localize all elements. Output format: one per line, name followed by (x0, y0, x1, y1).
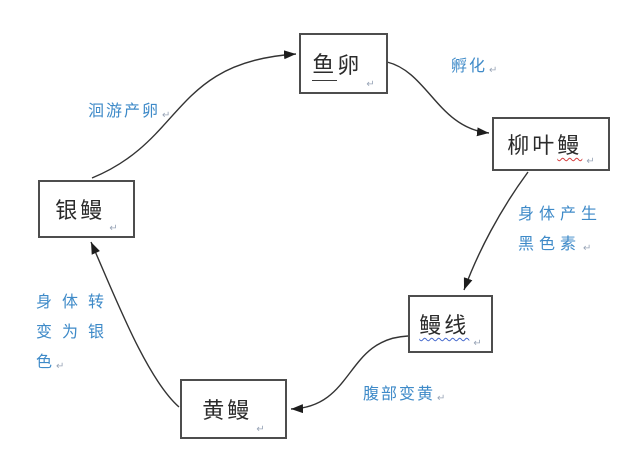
label-turn-silver-line2: 变为银 (36, 324, 115, 341)
label-melanin-line2: 黑色素 (518, 236, 582, 253)
line-break-mark: ↵ (56, 361, 65, 372)
line-break-mark: ↵ (437, 393, 446, 404)
node-leptocephalus-label: 柳叶 (507, 133, 558, 158)
label-belly-yellow-text: 腹部变黄 (363, 386, 436, 403)
line-break-mark: ↵ (256, 424, 265, 435)
label-hatch-text: 孵化 (451, 58, 488, 75)
node-silver-eel: 银鳗 ↵ (38, 180, 135, 238)
node-egg: 鱼卵 ↵ (299, 33, 388, 94)
arrow-yellow-eel-to-silver-eel (90, 241, 180, 408)
line-break-mark: ↵ (473, 338, 482, 349)
node-leptocephalus-label-misspelled: 鳗 (557, 133, 583, 158)
label-melanin: 身体产生 黑色素↵ (518, 200, 602, 260)
node-egg-label-underlined: 鱼 (312, 47, 338, 81)
arrow-leptocephalus-to-glass-eel (463, 171, 529, 291)
line-break-mark: ↵ (109, 223, 118, 234)
line-break-mark: ↵ (366, 79, 375, 90)
node-egg-label: 卵 (337, 52, 363, 78)
arrow-silver-to-egg (91, 50, 297, 179)
label-turn-silver-line3: 色 (36, 354, 55, 371)
arrow-egg-to-leptocephalus (386, 61, 490, 137)
arrow-glass-eel-to-yellow-eel (290, 335, 409, 414)
node-silver-eel-label: 银鳗 (55, 198, 106, 223)
node-leptocephalus: 柳叶鳗 ↵ (492, 117, 610, 171)
label-turn-silver: 身体转 变为银 色↵ (36, 288, 114, 378)
label-melanin-line1: 身体产生 (518, 206, 603, 223)
node-yellow-eel-label: 黄鳗 (202, 398, 253, 423)
label-spawn-migration-text: 洄游产卵 (88, 103, 161, 120)
line-break-mark: ↵ (586, 156, 595, 167)
node-yellow-eel: 黄鳗 ↵ (180, 379, 287, 439)
line-break-mark: ↵ (489, 65, 498, 76)
line-break-mark: ↵ (162, 110, 171, 121)
label-belly-yellow: 腹部变黄↵ (363, 380, 445, 410)
label-turn-silver-line1: 身体转 (36, 294, 115, 311)
line-break-mark: ↵ (583, 243, 592, 254)
label-spawn-migration: 洄游产卵↵ (88, 97, 170, 127)
label-hatch: 孵化↵ (451, 52, 497, 82)
node-glass-eel-label: 鳗线 (419, 313, 470, 338)
node-glass-eel: 鳗线 ↵ (408, 295, 493, 353)
